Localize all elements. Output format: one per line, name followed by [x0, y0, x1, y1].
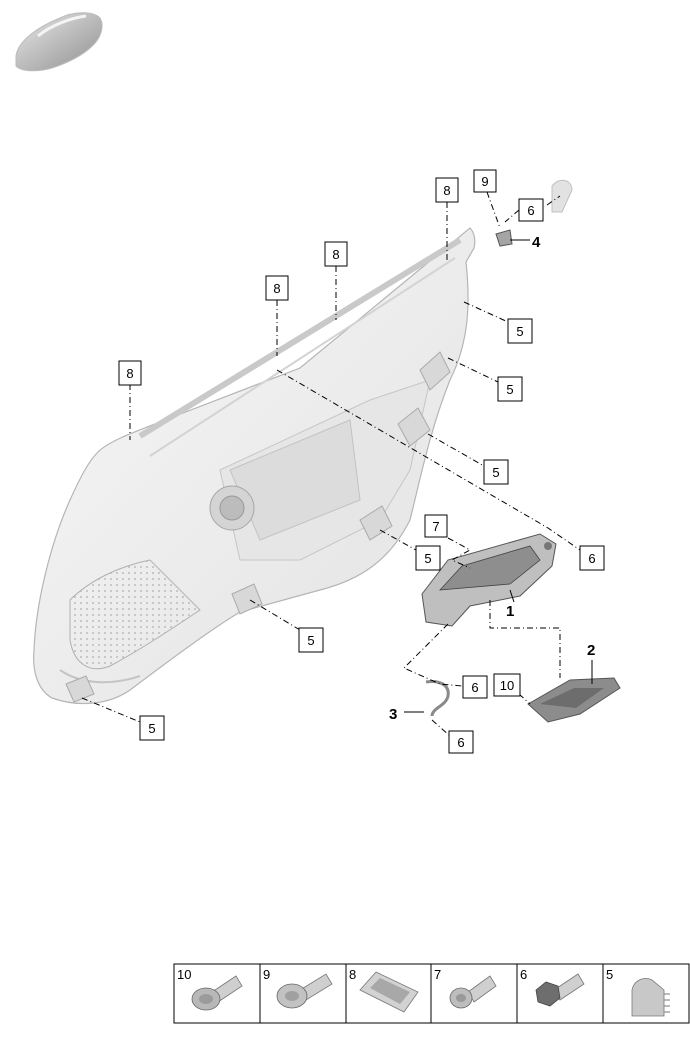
door-trim-panel [33, 227, 476, 705]
screw-icon [449, 975, 497, 1009]
callout-8-middle: 8 [324, 241, 348, 267]
part-label-4: 4 [532, 234, 541, 251]
top-screw [551, 179, 573, 213]
svg-text:8: 8 [443, 183, 450, 198]
svg-text:7: 7 [432, 519, 439, 534]
svg-text:6: 6 [527, 203, 534, 218]
callout-9: 9 [473, 169, 497, 193]
bowden-cable [425, 680, 450, 717]
fastener-legend: 10 9 8 7 6 5 [173, 963, 690, 1024]
legend-number-9: 9 [263, 967, 270, 982]
callout-5-6: 5 [139, 715, 165, 741]
svg-text:8: 8 [126, 366, 133, 381]
door-handle-housing [421, 533, 557, 627]
svg-text:5: 5 [148, 721, 155, 736]
callout-10: 10 [493, 673, 521, 697]
callout-5-4: 5 [415, 545, 441, 571]
bracket [495, 229, 513, 247]
legend-number-7: 7 [434, 967, 441, 982]
part-label-3: 3 [389, 706, 397, 723]
svg-text:6: 6 [588, 551, 595, 566]
svg-text:5: 5 [492, 465, 499, 480]
svg-text:6: 6 [471, 680, 478, 695]
callout-5-5: 5 [298, 627, 324, 653]
svg-text:5: 5 [506, 382, 513, 397]
callout-8-left-middle: 8 [265, 275, 289, 301]
screw-washer-icon [191, 975, 243, 1011]
screw-flange-icon [276, 973, 333, 1009]
callout-6-top: 6 [518, 198, 544, 222]
callout-8-top: 8 [435, 177, 459, 203]
hex-screw-icon [535, 973, 585, 1007]
legend-number-6: 6 [520, 967, 527, 982]
legend-number-5: 5 [606, 967, 613, 982]
retaining-clip-icon [631, 978, 670, 1017]
clip-icon [359, 971, 419, 1013]
legend-number-10: 10 [177, 967, 191, 982]
callout-5-2: 5 [497, 376, 523, 402]
door-handle-cover [527, 677, 621, 723]
svg-text:10: 10 [500, 678, 514, 693]
part-label-1: 1 [506, 603, 514, 620]
part-label-2: 2 [587, 642, 595, 659]
legend-number-8: 8 [349, 967, 356, 982]
callout-5-1: 5 [507, 318, 533, 344]
svg-text:9: 9 [481, 174, 488, 189]
svg-text:5: 5 [516, 324, 523, 339]
callout-6-cable-bottom: 6 [448, 730, 474, 754]
solid-leaders [404, 239, 593, 713]
svg-text:6: 6 [457, 735, 464, 750]
callout-8-left: 8 [118, 360, 142, 386]
svg-text:5: 5 [307, 633, 314, 648]
callout-6-right: 6 [579, 545, 605, 571]
leader-lines [81, 191, 581, 737]
svg-text:5: 5 [424, 551, 431, 566]
svg-text:8: 8 [332, 247, 339, 262]
callout-5-3: 5 [483, 459, 509, 485]
callout-6-cable-top: 6 [462, 675, 488, 699]
car-silhouette-icon [15, 12, 103, 72]
callout-7: 7 [424, 514, 448, 538]
svg-text:8: 8 [273, 281, 280, 296]
